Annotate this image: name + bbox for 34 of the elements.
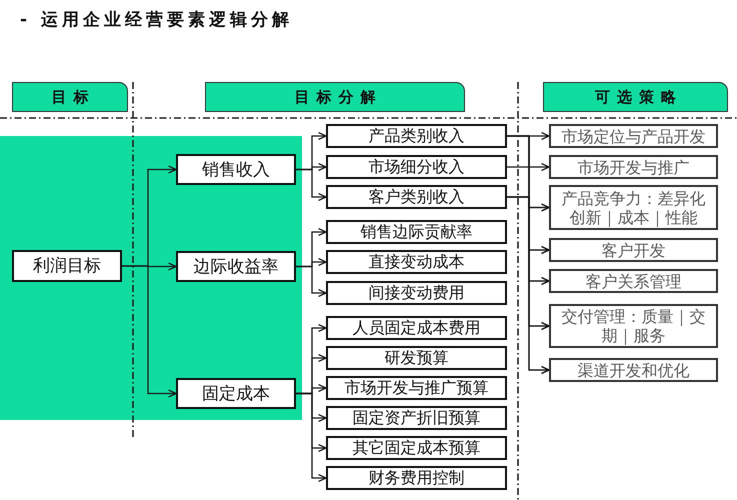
strategy-box: 交付管理：质量｜交期｜服务 — [549, 304, 718, 348]
connector-arrow — [507, 196, 550, 374]
process-box: 产品类别收入 — [326, 124, 507, 148]
process-box: 人员固定成本费用 — [326, 316, 507, 340]
process-box: 财务费用控制 — [326, 466, 507, 490]
process-box: 销售边际贡献率 — [326, 220, 507, 244]
process-box: 客户类别收入 — [326, 185, 507, 209]
process-box: 其它固定成本预算 — [326, 436, 507, 460]
group-panel — [0, 136, 302, 420]
strategy-box: 市场定位与产品开发 — [549, 124, 718, 148]
process-box: 销售收入 — [176, 154, 296, 185]
strategy-box: 渠道开发和优化 — [549, 358, 718, 382]
process-box: 利润目标 — [12, 250, 122, 282]
strategy-box: 客户开发 — [549, 238, 718, 262]
strategy-box: 市场开发与推广 — [549, 155, 718, 179]
title: - 运用企业经营要素逻辑分解 — [20, 9, 293, 31]
process-box: 直接变动成本 — [326, 250, 507, 274]
process-box: 固定资产折旧预算 — [326, 406, 507, 430]
column-header: 目标 — [12, 82, 128, 112]
process-box: 固定成本 — [176, 378, 296, 409]
process-box: 市场细分收入 — [326, 155, 507, 179]
connector-arrow — [296, 266, 327, 298]
process-box: 边际收益率 — [176, 251, 296, 282]
connector-arrow — [296, 168, 327, 202]
connector-arrow — [122, 265, 177, 398]
column-header: 目标分解 — [205, 82, 465, 112]
connector-arrow — [507, 162, 550, 172]
process-box: 研发预算 — [326, 346, 507, 370]
strategy-box: 客户关系管理 — [549, 269, 718, 293]
column-header: 可选策略 — [543, 82, 728, 112]
strategy-box: 产品竞争力：差异化创新｜成本｜性能 — [549, 185, 718, 230]
process-box: 间接变动费用 — [326, 281, 507, 305]
process-box: 市场开发与推广预算 — [326, 376, 507, 400]
connector-arrow — [296, 392, 327, 482]
